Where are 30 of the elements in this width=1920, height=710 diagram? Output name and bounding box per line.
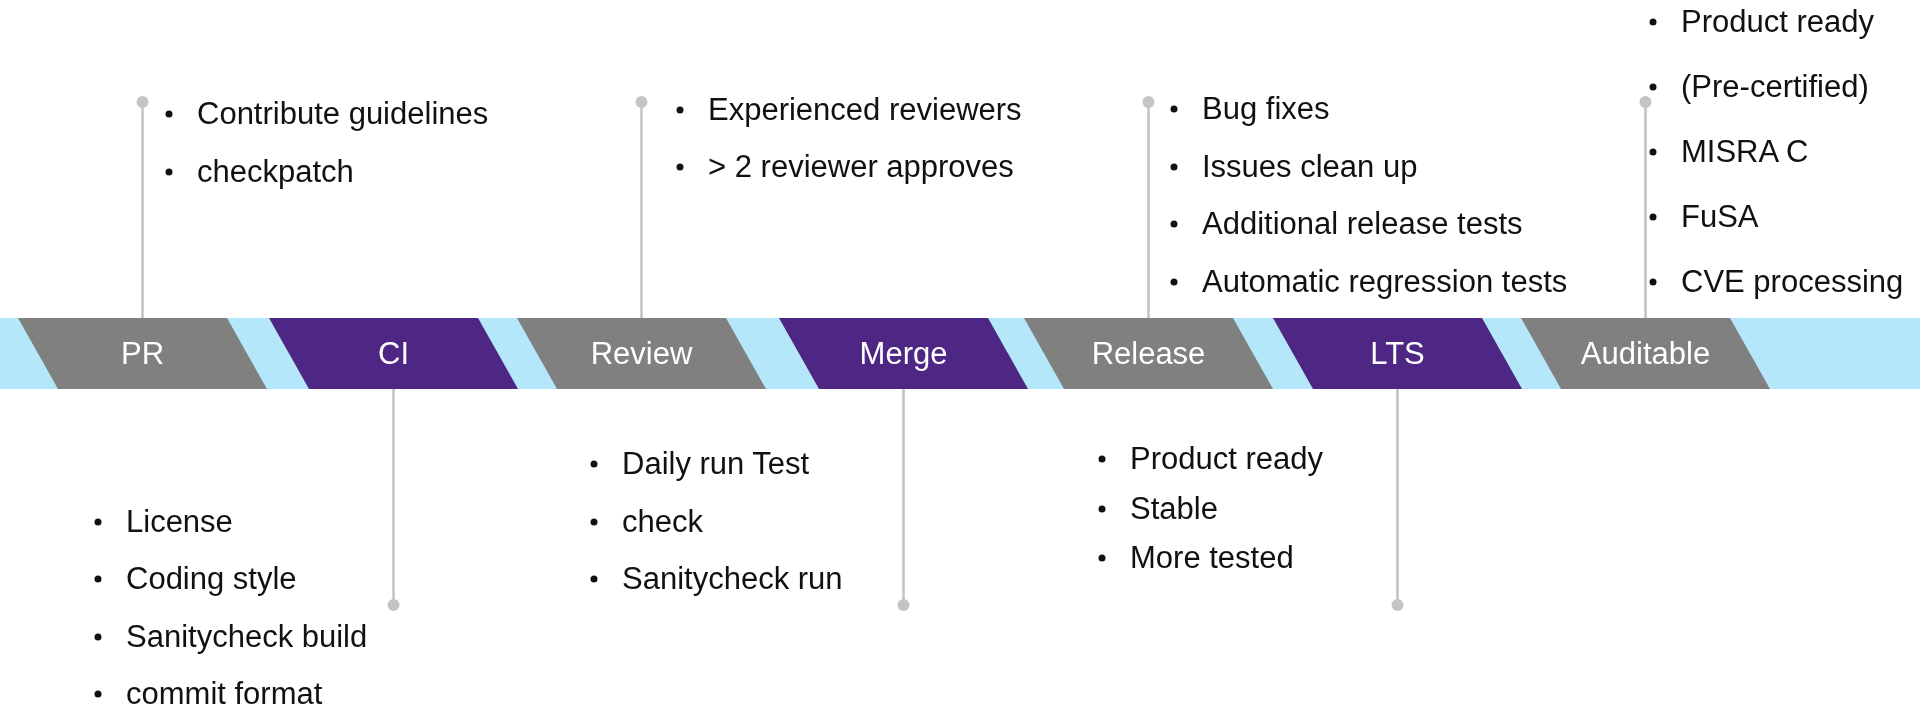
leader-line	[387, 389, 400, 611]
list-item: > 2 reviewer approves	[708, 149, 1014, 185]
list-item: Issues clean up	[1202, 148, 1418, 185]
list-item: checkpatch	[197, 153, 354, 190]
list-item: commit format	[126, 676, 323, 710]
leader-line	[1639, 96, 1652, 318]
list-item: Stable	[1130, 490, 1218, 527]
list-item: Experienced reviewers	[708, 92, 1022, 128]
list-item: Coding style	[126, 561, 297, 597]
list-item: check	[622, 503, 703, 540]
list-item: License	[126, 503, 233, 540]
list-item: FuSA	[1681, 199, 1759, 235]
list-item: CVE processing	[1681, 264, 1904, 300]
list-item: (Pre-certified)	[1681, 69, 1869, 105]
list-item: Contribute guidelines	[197, 96, 489, 132]
list-item: Automatic regression tests	[1202, 263, 1568, 300]
list-item: Sanitycheck build	[126, 618, 368, 655]
list-item: Additional release tests	[1202, 206, 1523, 242]
leader-line	[1142, 96, 1155, 318]
list-item: MISRA C	[1681, 134, 1809, 170]
leader-line	[136, 96, 149, 318]
leader-line	[1391, 389, 1404, 611]
list-item: Product ready	[1681, 4, 1874, 40]
list-item: Sanitycheck run	[622, 561, 843, 597]
list-item: More tested	[1130, 540, 1294, 577]
list-item: Daily run Test	[622, 446, 810, 482]
list-item: Product ready	[1130, 441, 1323, 477]
leader-line	[897, 389, 910, 611]
leader-line	[635, 96, 648, 318]
list-item: Bug fixes	[1202, 91, 1330, 127]
